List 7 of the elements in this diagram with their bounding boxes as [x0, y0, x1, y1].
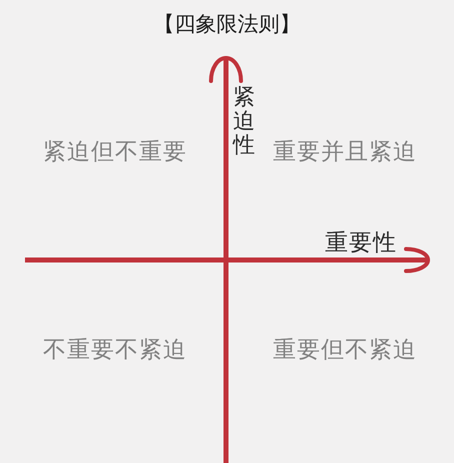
title: 【四象限法则】	[154, 12, 300, 38]
quadrant-label: 重要但不紧迫	[273, 337, 417, 365]
quadrant-label: 不重要不紧迫	[43, 337, 187, 365]
quadrant-label: 紧迫但不重要	[43, 139, 187, 167]
axis-label: 紧迫性	[233, 86, 255, 159]
quadrant-label: 重要并且紧迫	[273, 139, 417, 167]
axis-label: 重要性	[325, 230, 397, 258]
